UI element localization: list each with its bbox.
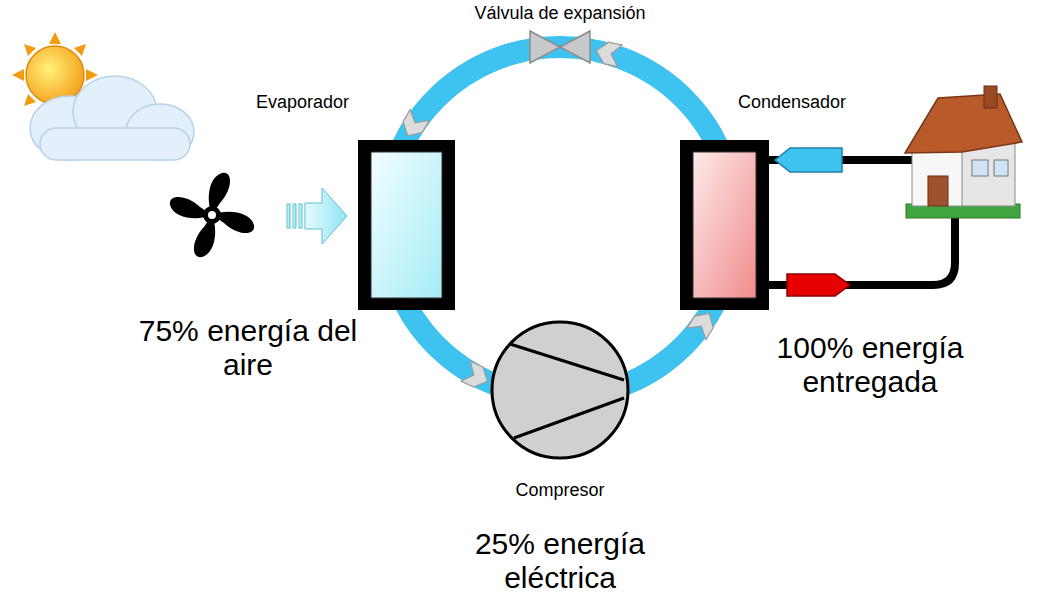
compressor-circle: Compresor [480,320,640,510]
node-label: Válvula de expansión [440,3,680,25]
air-flow-arrow [287,188,347,244]
compressor-circle-outline [490,320,630,460]
condenser-box-outline [680,140,769,310]
node-heading: Condensador [738,92,846,114]
node-label: Evaporador [256,92,349,114]
expansion-valve-outline [528,29,592,65]
refrigerant-flow [408,51,524,136]
node-heading: Compresor [480,480,640,502]
node-heading: Válvula de expansión [440,3,680,25]
house-icon [905,86,1022,218]
energy-label: 75% energía del aire [138,314,358,381]
evaporator-box-outline [358,140,455,310]
refrigerant-flow [411,313,488,381]
return-flow-arrow [775,148,842,172]
supply-flow-arrow [787,274,850,296]
cloud-icon [30,76,194,160]
node-label: Condensador [738,92,846,114]
energy-label: 25% energía eléctrica [445,527,675,594]
condenser-box: Condensador [676,88,926,313]
fan-icon [170,173,254,257]
energy-label: 100% energía entregada [750,331,990,398]
refrigerant-flow [596,51,712,136]
refrigerant-flow [633,313,710,381]
expansion-valve: Válvula de expansión [440,3,680,71]
evaporator-box: Evaporador [250,88,460,313]
node-label: Compresor [480,480,640,502]
node-heading: Evaporador [256,92,349,114]
